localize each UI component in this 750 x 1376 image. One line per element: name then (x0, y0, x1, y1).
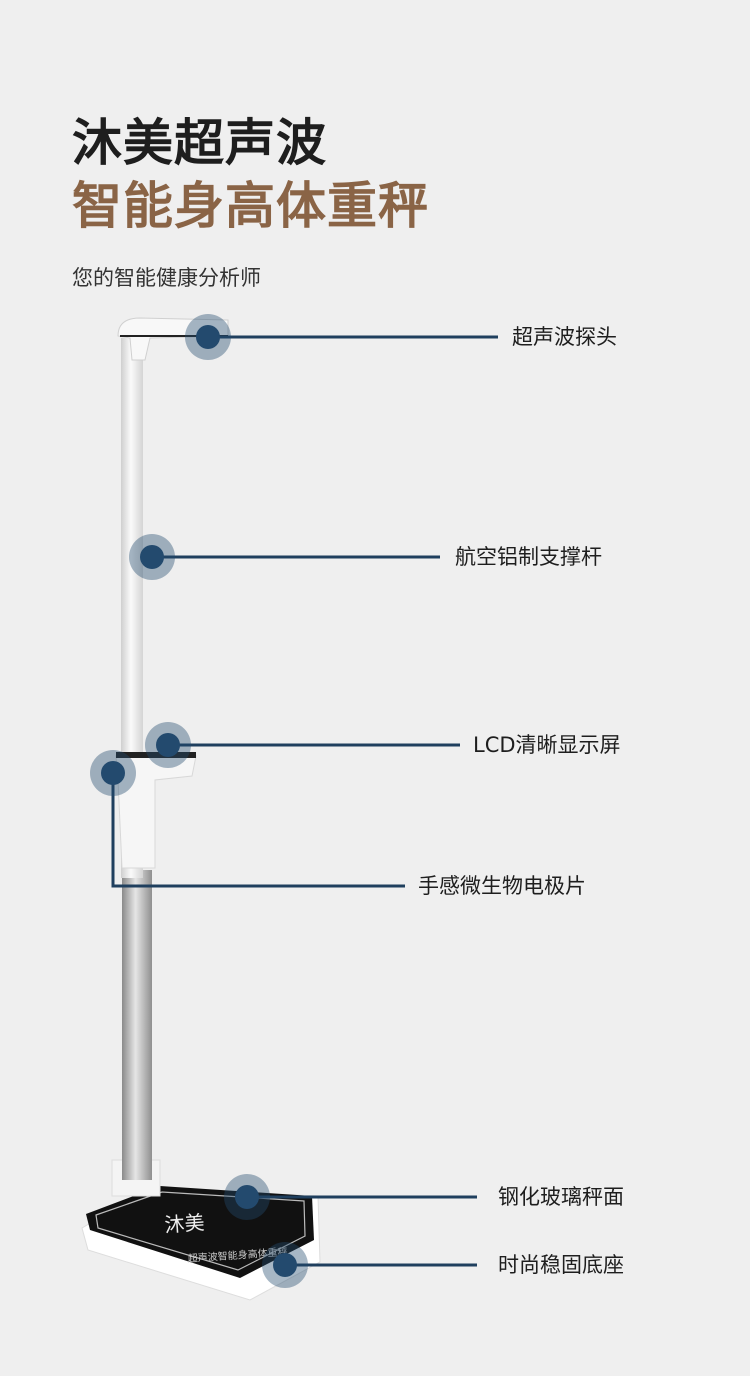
scale-base: 沐美 超声波智能身高体重秤 (81, 1186, 321, 1301)
callout-lines (111, 335, 498, 1267)
callout-dot-5[interactable] (224, 1174, 270, 1220)
lcd-screen (116, 752, 196, 758)
pole-upper (121, 338, 143, 878)
feature-base: 时尚稳固底座 (498, 1253, 624, 1277)
callout-dot-3[interactable] (145, 722, 191, 768)
display-module (115, 755, 197, 869)
callout-dot-2[interactable] (129, 534, 175, 580)
base-logo: 沐美 (164, 1210, 206, 1237)
callout-dot-1[interactable] (185, 314, 231, 360)
feature-ultrasonic-probe: 超声波探头 (512, 325, 617, 349)
feature-electrode: 手感微生物电极片 (418, 874, 586, 898)
feature-glass-surface: 钢化玻璃秤面 (498, 1185, 624, 1209)
pole-lower (122, 870, 152, 1180)
glass-platform (86, 1186, 314, 1278)
callout-dot-6[interactable] (262, 1242, 308, 1288)
brand-title: 沐美超声波 (72, 114, 327, 172)
product-title: 智能身高体重秤 (72, 177, 429, 235)
callout-dot-4[interactable] (90, 750, 136, 796)
feature-aluminum-pole: 航空铝制支撑杆 (455, 545, 602, 569)
subtitle: 您的智能健康分析师 (72, 266, 261, 290)
feature-lcd-display: LCD清晰显示屏 (473, 733, 621, 757)
